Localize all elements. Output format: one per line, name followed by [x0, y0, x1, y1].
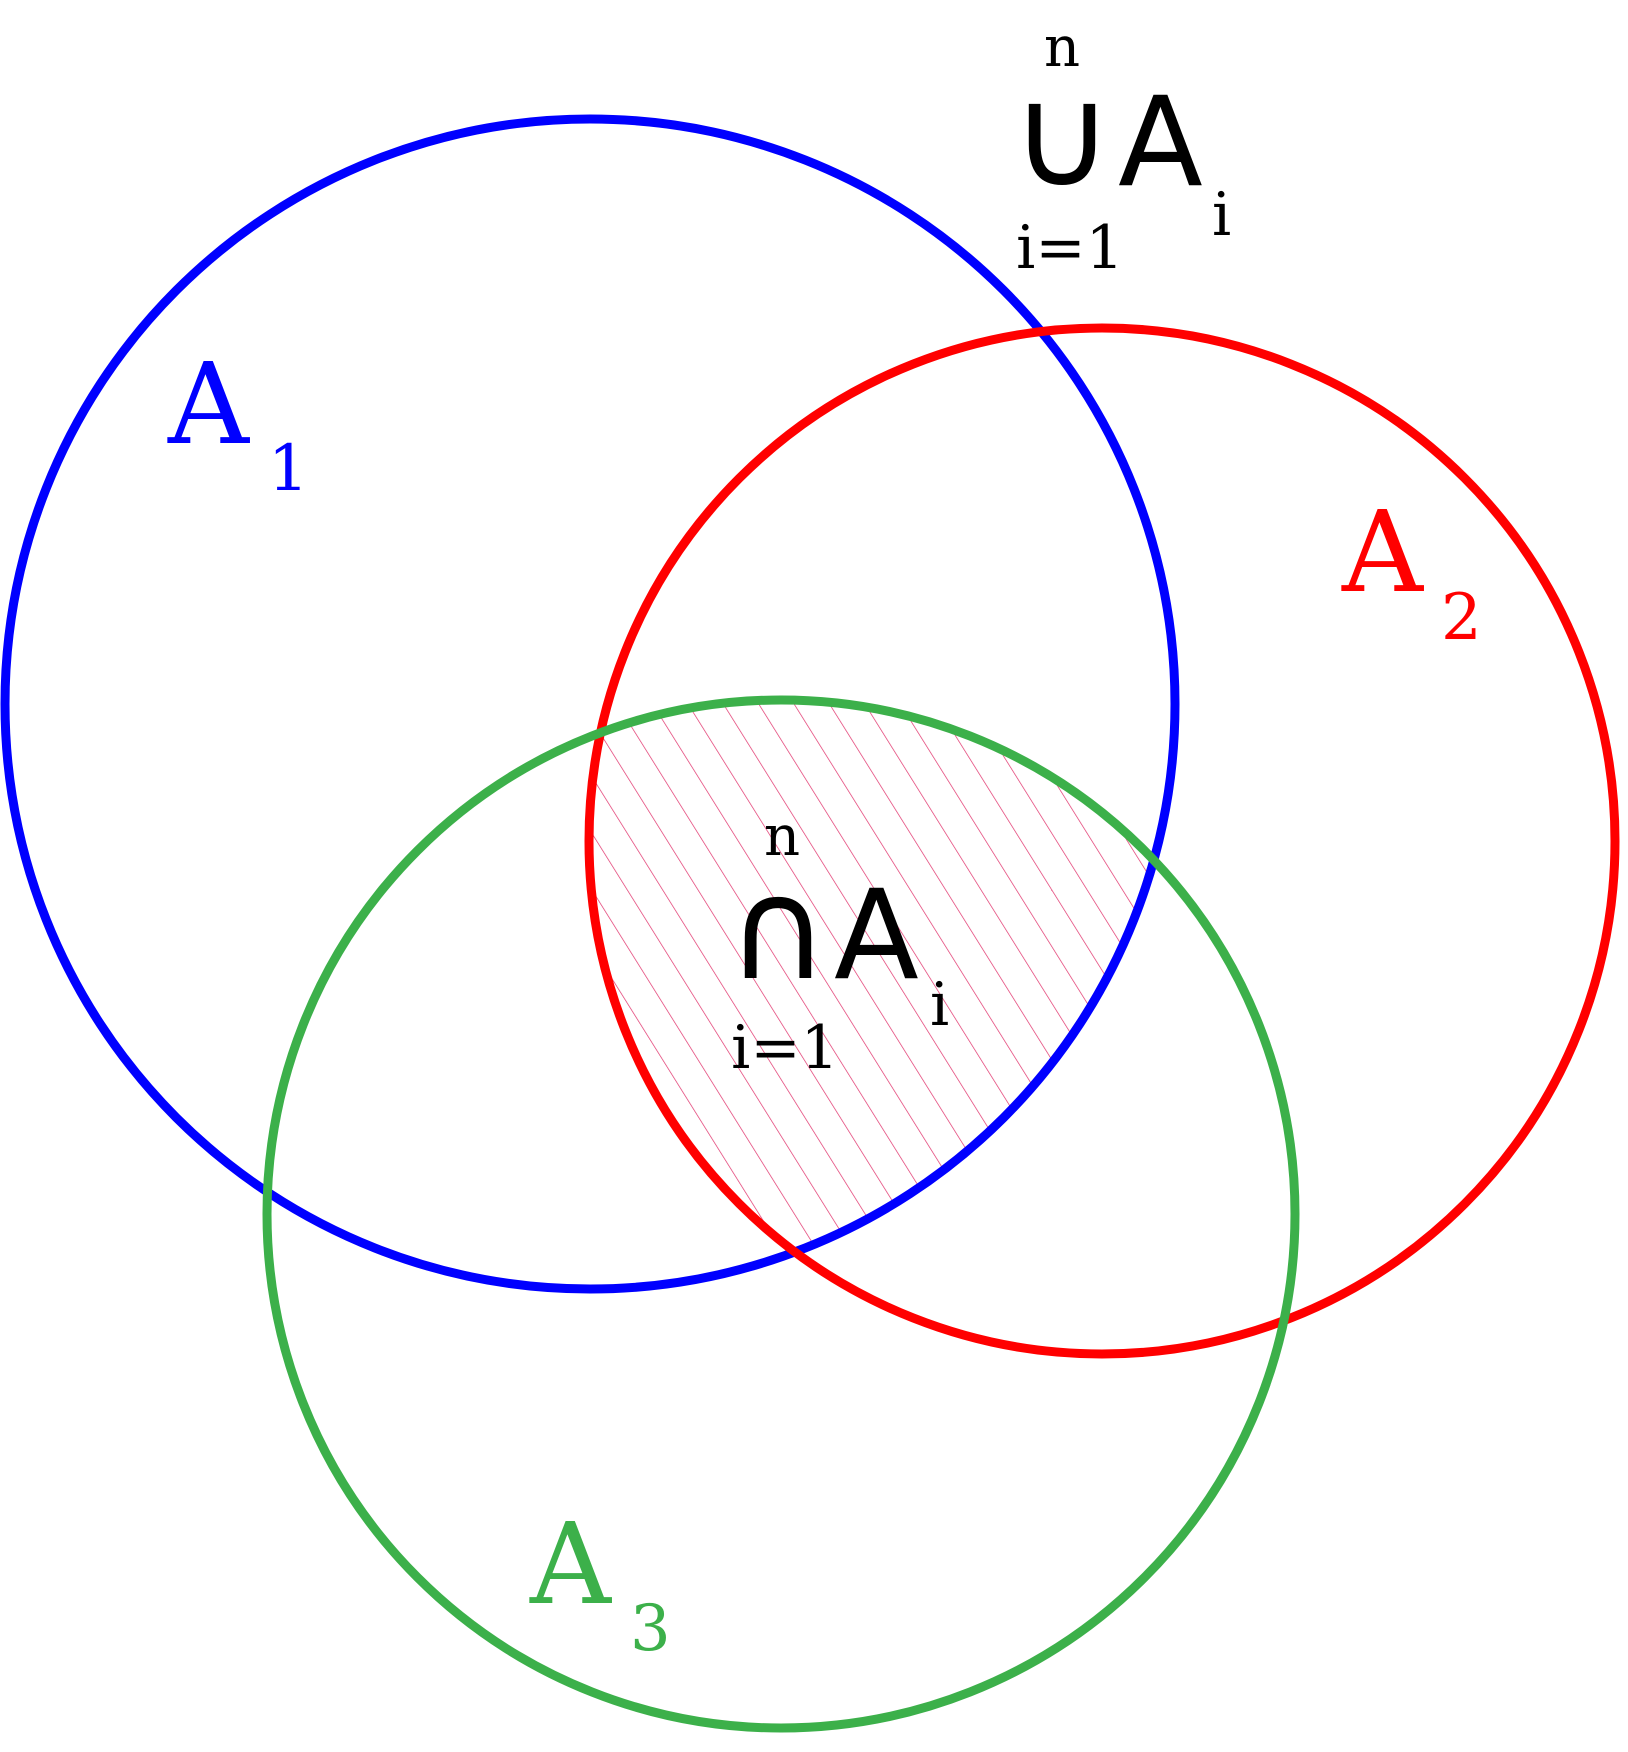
intersection-lower-limit: i=1 [731, 1013, 839, 1083]
set-a2-subscript: 2 [1441, 581, 1482, 655]
union-operator: ∪ [1011, 56, 1113, 219]
union-letter: A [1118, 71, 1203, 215]
intersection-subscript: i [930, 970, 949, 1040]
intersection-letter: A [834, 864, 919, 1008]
intersection-label: n ∩ A i i=1 [727, 804, 949, 1083]
set-a3-letter: A [529, 1500, 612, 1630]
union-upper-limit: n [1044, 15, 1080, 80]
set-a1-label: A 1 [167, 340, 309, 506]
set-a3-label: A 3 [529, 1500, 671, 1666]
set-a2-letter: A [1341, 488, 1424, 618]
union-lower-limit: i=1 [1016, 213, 1124, 283]
set-a2-label: A 2 [1341, 488, 1482, 655]
set-a2-circle [584, 323, 1620, 1359]
intersection-upper-limit: n [764, 804, 800, 869]
set-a3-circle [262, 695, 1300, 1733]
set-a3-subscript: 3 [630, 1592, 671, 1666]
set-a1-circle [0, 114, 1180, 1294]
union-subscript: i [1212, 180, 1231, 250]
intersection-operator: ∩ [727, 849, 829, 1012]
union-label: n ∪ A i i=1 [1011, 15, 1231, 283]
set-a1-subscript: 1 [268, 432, 309, 506]
set-a1-letter: A [167, 340, 250, 470]
